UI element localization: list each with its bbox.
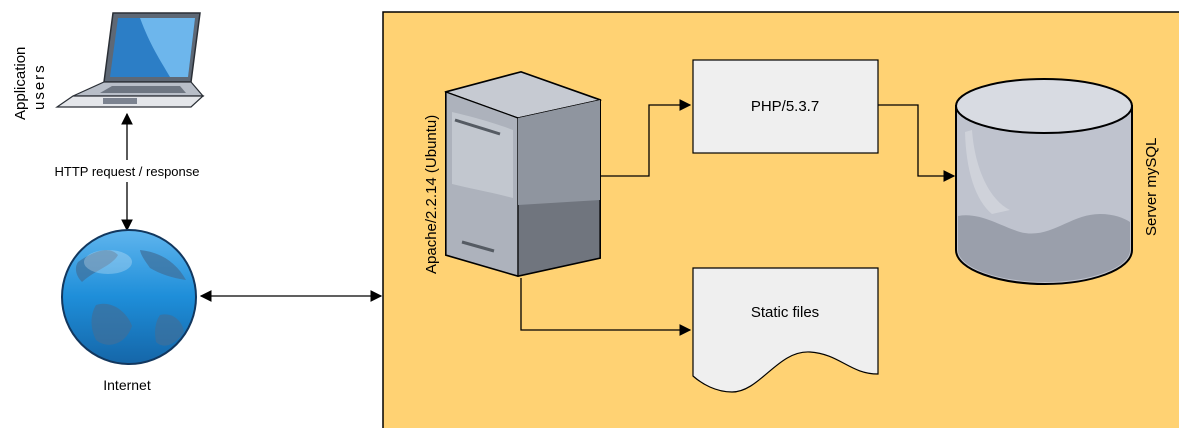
globe-icon xyxy=(61,229,197,365)
apache-php-connector xyxy=(600,99,692,177)
php-db-connector xyxy=(878,104,956,182)
internet-label: Internet xyxy=(103,377,151,393)
users-label-2: users xyxy=(31,63,48,110)
php-label: PHP/5.3.7 xyxy=(751,98,819,115)
laptop-icon xyxy=(55,12,205,108)
users-label: Application xyxy=(12,47,29,120)
static-files-document xyxy=(692,267,879,393)
http-edge-label: HTTP request / response xyxy=(55,164,200,179)
server-icon xyxy=(443,70,603,278)
database-icon xyxy=(955,78,1133,286)
apache-static-connector xyxy=(520,278,692,336)
database-label: Server mySQL xyxy=(1143,138,1160,236)
apache-label: Apache/2.2.14 (Ubuntu) xyxy=(423,115,440,274)
php-box xyxy=(692,59,879,154)
static-files-label: Static files xyxy=(751,304,819,321)
